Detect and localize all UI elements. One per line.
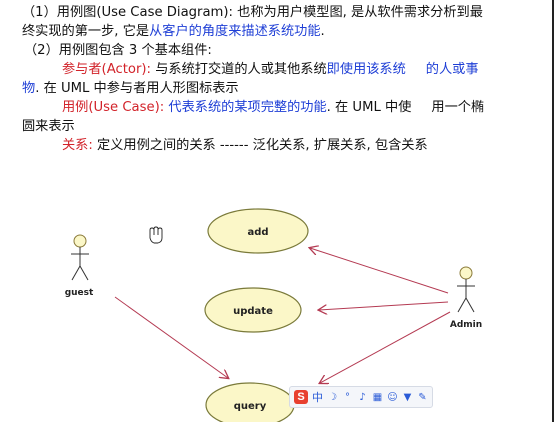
text-line-1: （1）用例图(Use Case Diagram): 也称为用户模型图, 是从软件… <box>22 3 542 22</box>
highlight-customer-view: 从客户的角度来描述系统功能 <box>149 24 321 39</box>
wrench-icon[interactable]: ✎ <box>418 391 427 403</box>
usecase-uml-note: . 在 UML 中使 <box>326 100 412 115</box>
sogou-logo-icon[interactable]: S <box>294 390 308 404</box>
usecase-uml-note-cont: 用一个椭 <box>431 100 485 115</box>
text-line-7: 圆来表示 <box>22 117 542 136</box>
actor-desc: 与系统打交道的人或其他系统 <box>151 62 327 77</box>
text-line-2: 终实现的第一步, 它是从客户的角度来描述系统功能. <box>22 22 542 41</box>
moon-icon[interactable]: ☽ <box>328 391 337 403</box>
usecase-query-label: query <box>234 401 267 412</box>
actor-admin[interactable] <box>457 266 475 313</box>
hand-cursor-icon <box>149 226 163 244</box>
voice-icon[interactable]: ♪ <box>359 391 366 403</box>
text-line-4: 参与者(Actor): 与系统打交道的人或其他系统即使用该系统 的人或事 <box>22 60 542 79</box>
text-line-8: 关系: 定义用例之间的关系 ------ 泛化关系, 扩展关系, 包含关系 <box>22 136 542 155</box>
relation-desc: 定义用例之间的关系 ------ 泛化关系, 扩展关系, 包含关系 <box>92 138 428 153</box>
text-line-6: 用例(Use Case): 代表系统的某项完整的功能. 在 UML 中使 用一个椭 <box>22 98 542 117</box>
window-edge <box>552 0 554 422</box>
actor-guest-label: guest <box>65 288 94 298</box>
components-heading: （2）用例图包含 3 个基本组件: <box>24 43 212 58</box>
assoc-admin-update <box>319 301 449 310</box>
actor-uml-note: . 在 UML 中参与者用人形图标表示 <box>35 81 239 96</box>
usecase-uml-note-end: 圆来表示 <box>22 119 75 134</box>
assoc-admin-add <box>310 248 449 294</box>
actor-highlight-end: 物 <box>22 81 36 96</box>
shirt-icon[interactable]: ▼ <box>403 391 412 403</box>
assoc-admin-query <box>320 311 451 383</box>
ime-toolbar[interactable]: S 中 ☽ ° ♪ ▦ ☺ ▼ ✎ <box>289 386 433 408</box>
assoc-guest-query <box>114 296 228 378</box>
definition-text: （1）用例图(Use Case Diagram): 也称为用户模型图, 是从软件… <box>22 5 483 20</box>
actor-highlight-cont: 的人或事 <box>425 62 479 77</box>
usecase-query[interactable]: query <box>205 382 295 422</box>
usecase-add[interactable]: add <box>207 208 309 254</box>
text-line-3: （2）用例图包含 3 个基本组件: <box>22 41 542 60</box>
punctuation-icon[interactable]: ° <box>345 391 350 403</box>
usecase-term: 用例(Use Case): <box>62 100 165 115</box>
slide-text: （1）用例图(Use Case Diagram): 也称为用户模型图, 是从软件… <box>22 3 542 155</box>
relation-term: 关系: <box>62 138 93 153</box>
actor-term: 参与者(Actor): <box>62 62 151 77</box>
period: . <box>320 24 325 39</box>
text-line-5: 物. 在 UML 中参与者用人形图标表示 <box>22 79 542 98</box>
language-toggle[interactable]: 中 <box>312 391 323 404</box>
usecase-update-label: update <box>233 306 273 317</box>
user-icon[interactable]: ☺ <box>387 391 398 403</box>
definition-text-cont: 终实现的第一步, 它是 <box>22 24 150 39</box>
actor-guest[interactable] <box>71 234 89 281</box>
actor-highlight: 即使用该系统 <box>326 62 406 77</box>
usecase-update[interactable]: update <box>204 287 302 333</box>
usecase-add-label: add <box>247 227 268 238</box>
usecase-desc: 代表系统的某项完整的功能 <box>164 100 327 115</box>
keyboard-icon[interactable]: ▦ <box>372 391 383 403</box>
actor-admin-label: Admin <box>450 320 482 330</box>
